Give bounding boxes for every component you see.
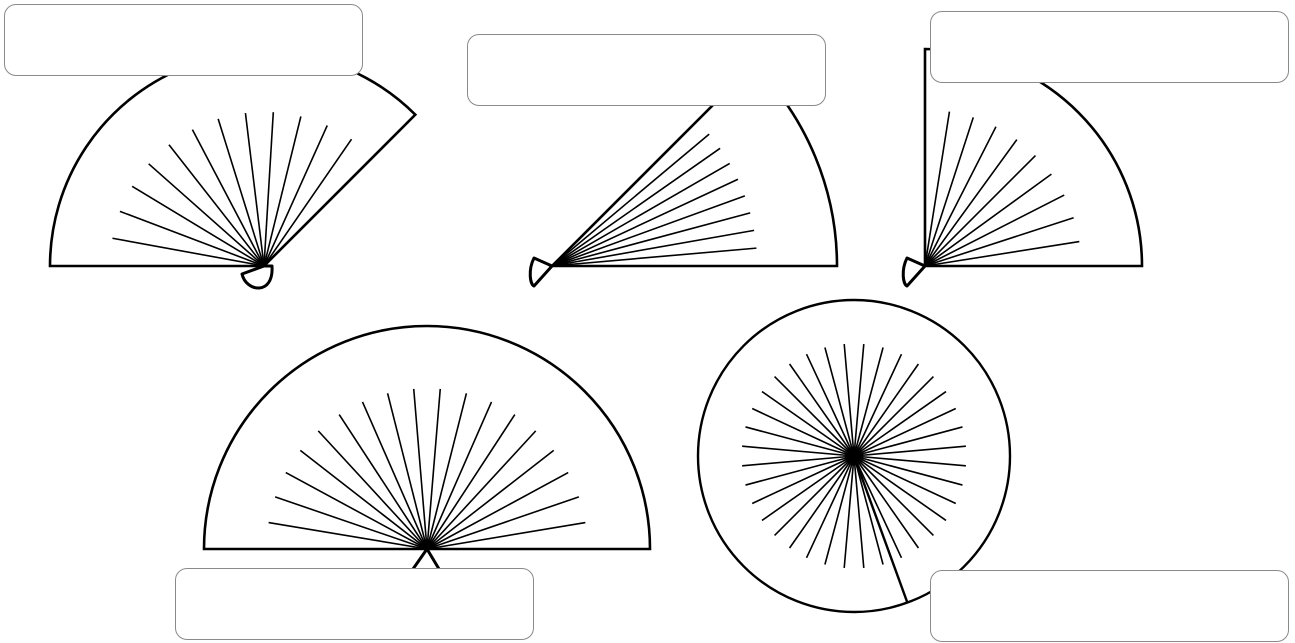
fan-1-rib: [245, 113, 264, 266]
answer-box-fan-1[interactable]: [4, 4, 363, 76]
fan-2-handle: [530, 258, 552, 286]
fan-4-rib: [275, 497, 427, 549]
answer-box-fan-4[interactable]: [175, 568, 534, 640]
fan-1-rib: [264, 125, 327, 266]
fans-layer: [50, 49, 1142, 612]
fan-5: [698, 300, 1010, 612]
fan-4-rib: [427, 497, 579, 549]
fan-1-rib: [264, 116, 301, 266]
fan-5-rib: [854, 456, 946, 520]
fan-1-rib: [264, 112, 273, 266]
fan-4-outline: [204, 326, 650, 549]
fan-4-rib: [318, 431, 427, 549]
fan-3-rib: [925, 218, 1074, 266]
fan-4-handle: [413, 549, 439, 569]
fan-4-rib: [339, 415, 427, 549]
fan-5-rib: [762, 392, 854, 456]
fan-1-rib: [149, 164, 264, 266]
fan-5-rib: [854, 456, 918, 548]
fan-2-rib: [552, 179, 738, 266]
fan-5-rib: [854, 364, 918, 456]
fan-5-rib: [790, 364, 854, 456]
fan-3-rib: [925, 156, 1035, 266]
fan-5-rib: [762, 456, 854, 520]
fan-2-rib: [552, 134, 709, 266]
fan-1-rib: [264, 139, 352, 266]
fan-4: [204, 326, 650, 569]
fan-3: [903, 49, 1142, 286]
fan-5-rib: [775, 456, 854, 535]
fan-1: [50, 52, 415, 288]
fan-3-rib: [925, 140, 1017, 266]
fan-5-rib: [854, 392, 946, 456]
fan-5-rib: [790, 456, 854, 548]
fan-3-rib: [925, 174, 1051, 266]
fan-1-outline: [50, 52, 415, 266]
fan-4-rib: [427, 431, 536, 549]
fan-5-rib: [854, 456, 933, 535]
fan-5-rib: [854, 377, 933, 456]
fan-1-handle: [242, 266, 272, 288]
fan-3-rib: [925, 117, 973, 266]
fan-4-rib: [427, 415, 515, 549]
fan-4-rib: [427, 450, 554, 549]
fan-2-rib: [552, 196, 745, 266]
fan-4-rib: [300, 450, 427, 549]
answer-box-fan-3[interactable]: [930, 11, 1289, 83]
answer-box-fan-2[interactable]: [467, 34, 826, 106]
fan-2-rib: [552, 148, 720, 266]
fan-3-handle: [903, 258, 925, 286]
answer-box-fan-5[interactable]: [930, 570, 1289, 642]
fan-5-rib: [775, 377, 854, 456]
